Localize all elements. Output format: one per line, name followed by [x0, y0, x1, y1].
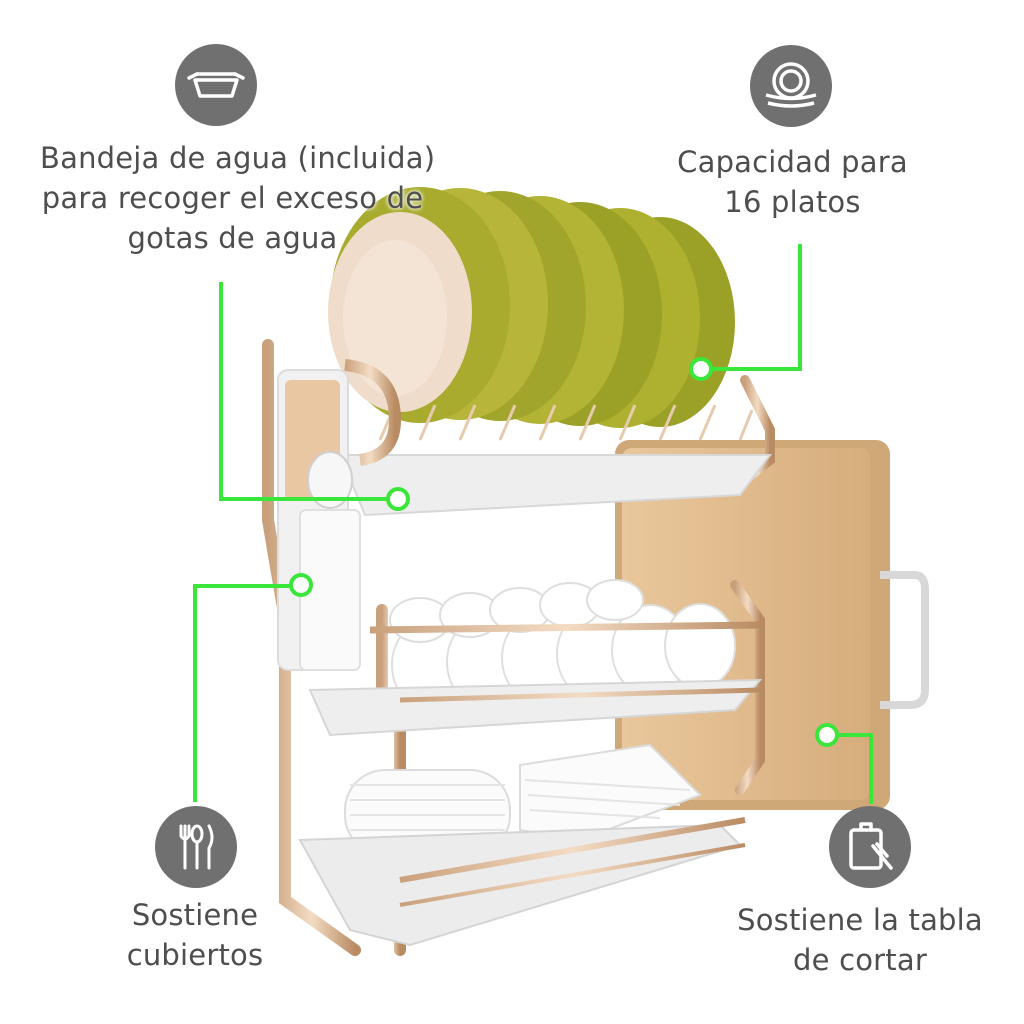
plate-capacity-label-line-2: 16 platos — [724, 185, 861, 219]
water-tray-label-line-3: gotas de agua — [127, 221, 338, 255]
bottom-tray — [298, 817, 746, 947]
cutlery-label-line-2: cubiertos — [126, 938, 264, 972]
water-tray-label-line-1: Bandeja de agua (incluida) — [40, 141, 436, 175]
cutlery-label-line-1: Sostiene — [131, 898, 259, 932]
middle-tray — [308, 621, 763, 737]
plates-icon — [750, 45, 832, 127]
green-plates — [328, 187, 735, 428]
cutting-board-label: Sostiene la tabla de cortar — [730, 900, 990, 980]
cutlery-icon — [155, 806, 237, 888]
cutting-board-label-line-1: Sostiene la tabla — [737, 903, 983, 937]
cutting-board-label-line-2: de cortar — [793, 943, 927, 977]
cutlery-label: Sostiene cubiertos — [105, 895, 285, 975]
plate-capacity-label-line-1: Capacidad para — [677, 145, 908, 179]
tray-icon — [175, 44, 257, 126]
plate-capacity-label: Capacidad para 16 platos — [655, 142, 930, 222]
cutting-board-icon — [829, 806, 911, 888]
water-tray-label-line-2: para recoger el exceso de — [41, 181, 424, 215]
water-tray-label: Bandeja de agua (incluida) para recoger … — [40, 138, 436, 258]
